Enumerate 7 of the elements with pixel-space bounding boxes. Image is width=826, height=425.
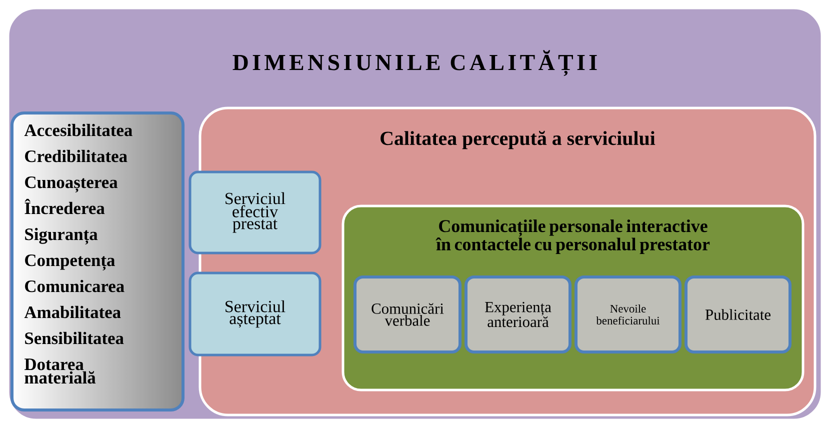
service-box: Serviciul efectiv prestat — [188, 170, 322, 254]
service-box: Serviciul așteptat — [188, 272, 322, 356]
dimensions-list-box: Accesibilitatea Credibilitatea Cunoașterea Încrederea Siguranța Competența Comunicarea Amabilitatea Sensibilitatea Dotarea materială — [10, 112, 184, 412]
factor-box: Experiența anterioară — [464, 276, 572, 354]
factor-box: Nevoile beneficiarului — [574, 276, 682, 354]
factor-box: Publicitate — [684, 276, 792, 354]
factor-box: Comunicări verbale — [354, 276, 462, 354]
